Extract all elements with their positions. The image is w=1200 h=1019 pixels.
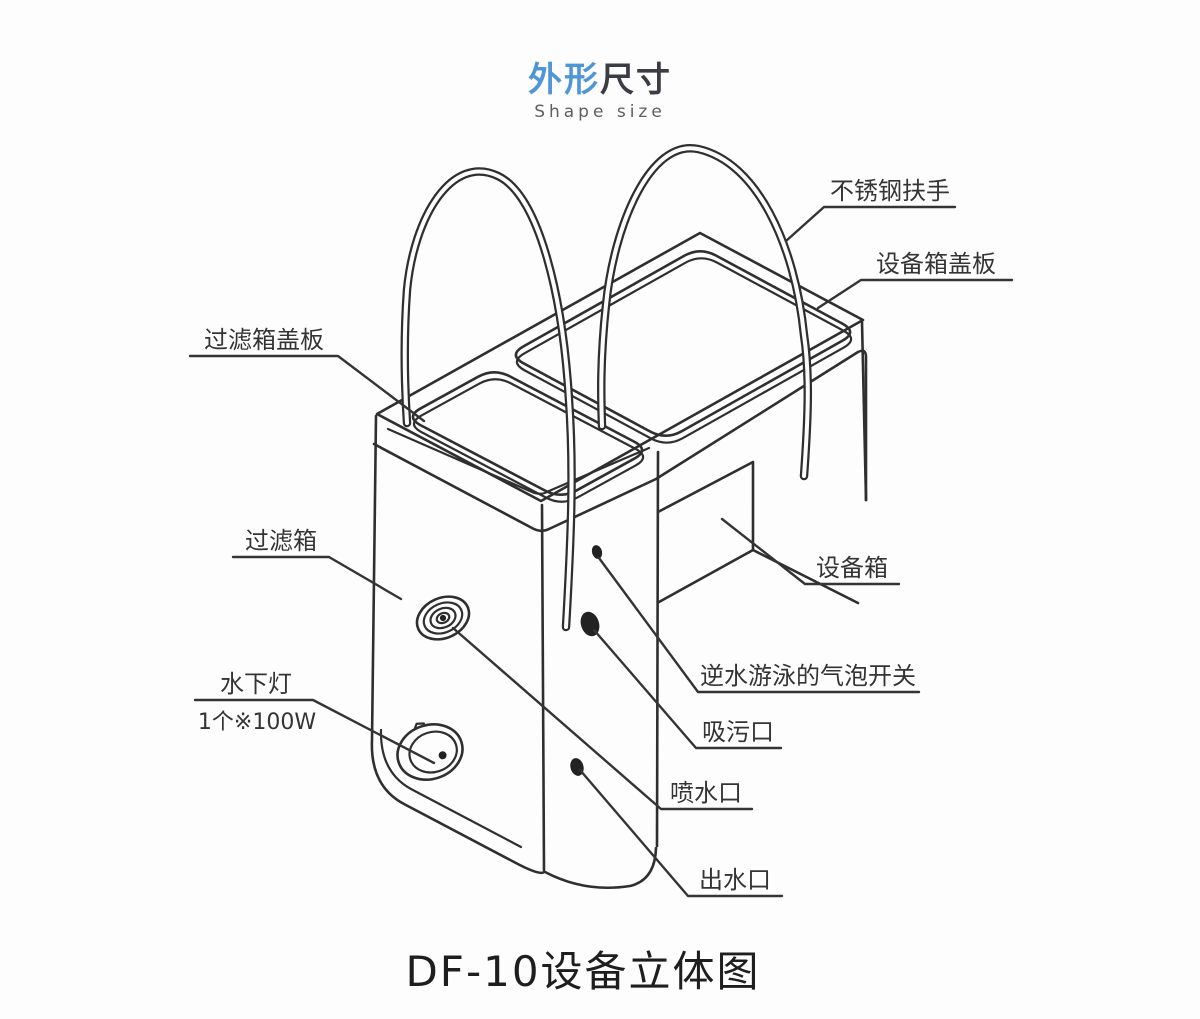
filter-cover-plate-thickness xyxy=(412,378,645,503)
label-equipment-cover: 设备箱盖板 xyxy=(876,250,996,278)
label-filter-box: 过滤箱 xyxy=(245,527,317,555)
equipment-cover-plate xyxy=(514,250,852,437)
leader-filter-box xyxy=(231,555,403,601)
label-spray-port: 喷水口 xyxy=(670,779,742,807)
leader-handrail xyxy=(784,205,957,243)
label-equipment-box: 设备箱 xyxy=(816,554,888,582)
leader-lines xyxy=(188,205,1014,898)
leader-spray-port xyxy=(451,626,754,811)
leader-bubble-switch xyxy=(597,556,921,694)
label-bubble-switch: 逆水游泳的气泡开关 xyxy=(700,662,916,690)
equipment-box-right-edge xyxy=(860,320,868,502)
page-title: 外形尺寸 xyxy=(528,52,672,101)
filter-box-left-and-bottom-edge xyxy=(370,414,546,875)
label-suction-port: 吸污口 xyxy=(702,718,774,746)
box-rim-line xyxy=(372,349,868,533)
leader-filter-cover xyxy=(188,354,426,423)
equipment-cover-plate-thickness xyxy=(515,257,853,444)
diagram-caption: DF-10设备立体图 xyxy=(405,947,761,996)
leader-outlet-port xyxy=(578,768,784,898)
filter-cover-plate xyxy=(411,370,644,497)
label-handrail: 不锈钢扶手 xyxy=(830,177,950,205)
label-underwater-light: 水下灯 xyxy=(220,670,292,698)
handrail-front-arch xyxy=(400,167,576,632)
label-underwater-light-spec: 1个※100W xyxy=(198,710,316,735)
filter-box-right-edge xyxy=(655,450,660,848)
handrail-arches xyxy=(400,144,813,632)
equipment-box-notch-edge xyxy=(656,460,860,605)
page-title-accent: 外形 xyxy=(528,60,600,100)
filter-box-bottom-inner-line xyxy=(379,728,523,849)
label-outlet-port: 出水口 xyxy=(699,866,771,894)
leader-equipment-box xyxy=(720,517,901,586)
underwater-light-fitting xyxy=(396,722,464,781)
bubble-switch-port xyxy=(591,545,603,559)
leader-equipment-cover xyxy=(816,278,1014,310)
page-title-rest: 尺寸 xyxy=(600,60,672,100)
device-body xyxy=(370,231,868,889)
filter-box-front-corner-edge xyxy=(540,503,546,872)
leader-underwater-light xyxy=(193,698,436,765)
callout-labels: 不锈钢扶手 设备箱盖板 过滤箱盖板 过滤箱 水下灯 1个※100W 设备箱 逆水… xyxy=(198,177,996,894)
filter-box-right-bottom-edge xyxy=(543,846,658,889)
equipment-box-notch-inner-edge xyxy=(657,548,755,604)
leader-suction-port xyxy=(592,628,783,750)
label-filter-cover: 过滤箱盖板 xyxy=(204,326,324,354)
page-subtitle: Shape size xyxy=(534,102,666,122)
spray-nozzle-rings xyxy=(415,595,471,641)
